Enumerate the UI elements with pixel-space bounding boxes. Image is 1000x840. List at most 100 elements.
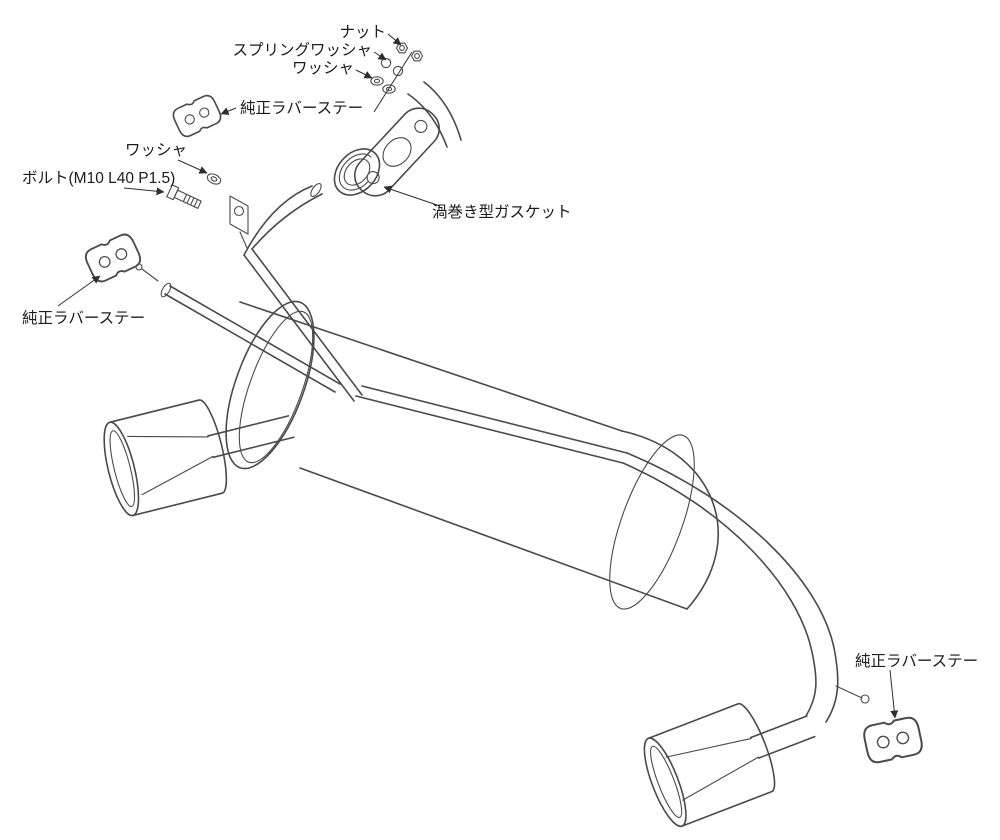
mating-pipe-stub-shape bbox=[423, 81, 462, 141]
right-tailpipe-tip-shape bbox=[757, 735, 816, 759]
mating-pipe-stub bbox=[407, 81, 462, 148]
flange-shape bbox=[414, 119, 428, 133]
left-tailpipe-tip bbox=[103, 399, 295, 517]
washer-left-icon-shape bbox=[210, 176, 218, 182]
left-tailpipe-tip-shape bbox=[132, 492, 224, 517]
rubber-stay-right-shape bbox=[861, 714, 925, 766]
right-tailpipe-tip-shape bbox=[647, 703, 739, 740]
outlet-pipe-shape bbox=[626, 452, 839, 723]
fastener-stack-shape bbox=[373, 51, 413, 113]
label-stay-top: 純正ラバーステー bbox=[240, 99, 363, 117]
rubber-stay-top bbox=[169, 92, 225, 140]
muffler-body-shape bbox=[225, 300, 315, 470]
muffler-body-shape bbox=[621, 430, 719, 610]
right-tailpipe-tip-shape bbox=[643, 737, 687, 828]
label-washer-top: ワッシャ bbox=[292, 60, 354, 77]
inlet-pipe-tip-shape bbox=[160, 282, 172, 298]
muffler-face-pipe-shape bbox=[361, 385, 628, 454]
hanger-rod bbox=[835, 685, 870, 704]
leader-gasket bbox=[383, 185, 441, 207]
hanger-bracket-shape bbox=[233, 205, 245, 217]
left-tailpipe-tip-shape bbox=[109, 430, 136, 508]
washer-icon-shape bbox=[373, 78, 381, 84]
right-tailpipe-tip-shape bbox=[750, 715, 808, 739]
leader-spring-washer bbox=[373, 51, 387, 61]
leader-washer-left bbox=[177, 159, 208, 174]
left-tailpipe-tip-shape bbox=[103, 421, 140, 517]
washer-icon bbox=[370, 76, 396, 94]
inlet-pipe-flange-shape bbox=[310, 182, 322, 198]
hanger-rod-shape bbox=[860, 694, 870, 704]
nut-icon bbox=[395, 42, 424, 62]
label-washer-left: ワッシャ bbox=[125, 142, 187, 159]
right-tailpipe-tip-shape bbox=[681, 790, 773, 827]
label-bolt: ボルト(M10 L40 P1.5) bbox=[22, 169, 175, 187]
leader-nut bbox=[387, 33, 402, 46]
spiral-gasket bbox=[333, 148, 381, 196]
leader-stay-left bbox=[57, 275, 101, 307]
rubber-stay-left bbox=[81, 230, 145, 286]
spring-washer-icon-shape bbox=[387, 58, 392, 62]
left-tailpipe-tip-shape bbox=[127, 435, 209, 438]
inlet-pipe-flange-shape bbox=[251, 193, 323, 250]
spiral-gasket-shape bbox=[343, 158, 371, 186]
rubber-stay-right bbox=[861, 714, 925, 766]
washer-icon-shape bbox=[370, 76, 384, 86]
rubber-stay-left-shape bbox=[81, 230, 145, 286]
flange-shape bbox=[382, 137, 412, 167]
bolt-icon-shape bbox=[193, 198, 199, 208]
inlet-pipe-flange-shape bbox=[243, 254, 355, 402]
washer-icon-shape bbox=[382, 84, 396, 94]
bolt-icon-shape bbox=[186, 195, 191, 204]
outlet-pipe-shape bbox=[622, 462, 817, 717]
leader-stay-top bbox=[220, 107, 237, 115]
washer-icon-shape bbox=[385, 86, 393, 92]
label-nut: ナット bbox=[339, 24, 386, 41]
muffler-body-shape bbox=[239, 301, 623, 432]
spring-washer-icon-shape bbox=[392, 65, 404, 77]
bolt-icon-shape bbox=[190, 197, 195, 206]
rubber-stay-top-shape bbox=[169, 92, 225, 140]
left-tailpipe-tip-shape bbox=[108, 399, 200, 424]
muffler-face-pipe bbox=[355, 385, 628, 464]
nut-icon-shape bbox=[414, 53, 420, 59]
hanger-bracket bbox=[229, 195, 249, 249]
hanger-bracket-shape bbox=[229, 195, 249, 235]
leader-lines bbox=[57, 33, 899, 719]
nut-icon-shape bbox=[410, 50, 424, 62]
bolt-icon-shape bbox=[182, 193, 188, 203]
leader-bolt bbox=[123, 187, 165, 196]
left-tailpipe-tip-shape bbox=[212, 436, 295, 459]
muffler-body-shape bbox=[238, 310, 314, 464]
nut-icon-shape bbox=[395, 42, 409, 54]
hanger-rod-shape bbox=[835, 685, 863, 699]
spring-washer-icon bbox=[380, 57, 404, 77]
nut-icon-shape bbox=[399, 45, 405, 51]
spiral-gasket-shape bbox=[338, 153, 372, 191]
label-stay-left: 純正ラバーステー bbox=[22, 309, 145, 327]
spiral-gasket-shape bbox=[333, 148, 381, 196]
inlet-pipe-tip-shape bbox=[135, 263, 143, 271]
right-tailpipe-tip-shape bbox=[737, 702, 776, 793]
leader-washer-top bbox=[355, 69, 373, 79]
leader-stay-right bbox=[889, 669, 899, 719]
muffler-body-shape bbox=[299, 467, 688, 610]
label-gasket: 渦巻き型ガスケット bbox=[432, 203, 572, 221]
bolt-icon bbox=[166, 184, 202, 209]
spring-washer-icon-shape bbox=[399, 66, 404, 70]
muffler-body bbox=[225, 300, 719, 610]
label-spring-washer: スプリングワッシャ bbox=[232, 41, 372, 59]
inlet-pipe-flange-shape bbox=[251, 248, 363, 396]
flange-shape bbox=[353, 107, 441, 197]
muffler-body-shape bbox=[609, 434, 695, 610]
washer-left-icon-shape bbox=[206, 173, 222, 185]
inlet-pipe-tip-shape bbox=[169, 285, 341, 385]
left-tailpipe-tip-shape bbox=[198, 399, 228, 495]
fastener-stack bbox=[370, 42, 424, 113]
mating-pipe-stub-shape bbox=[407, 93, 448, 148]
label-stay-right: 純正ラバーステー bbox=[855, 652, 978, 670]
hanger-bracket-shape bbox=[239, 231, 248, 249]
outlet-pipe bbox=[622, 452, 870, 723]
